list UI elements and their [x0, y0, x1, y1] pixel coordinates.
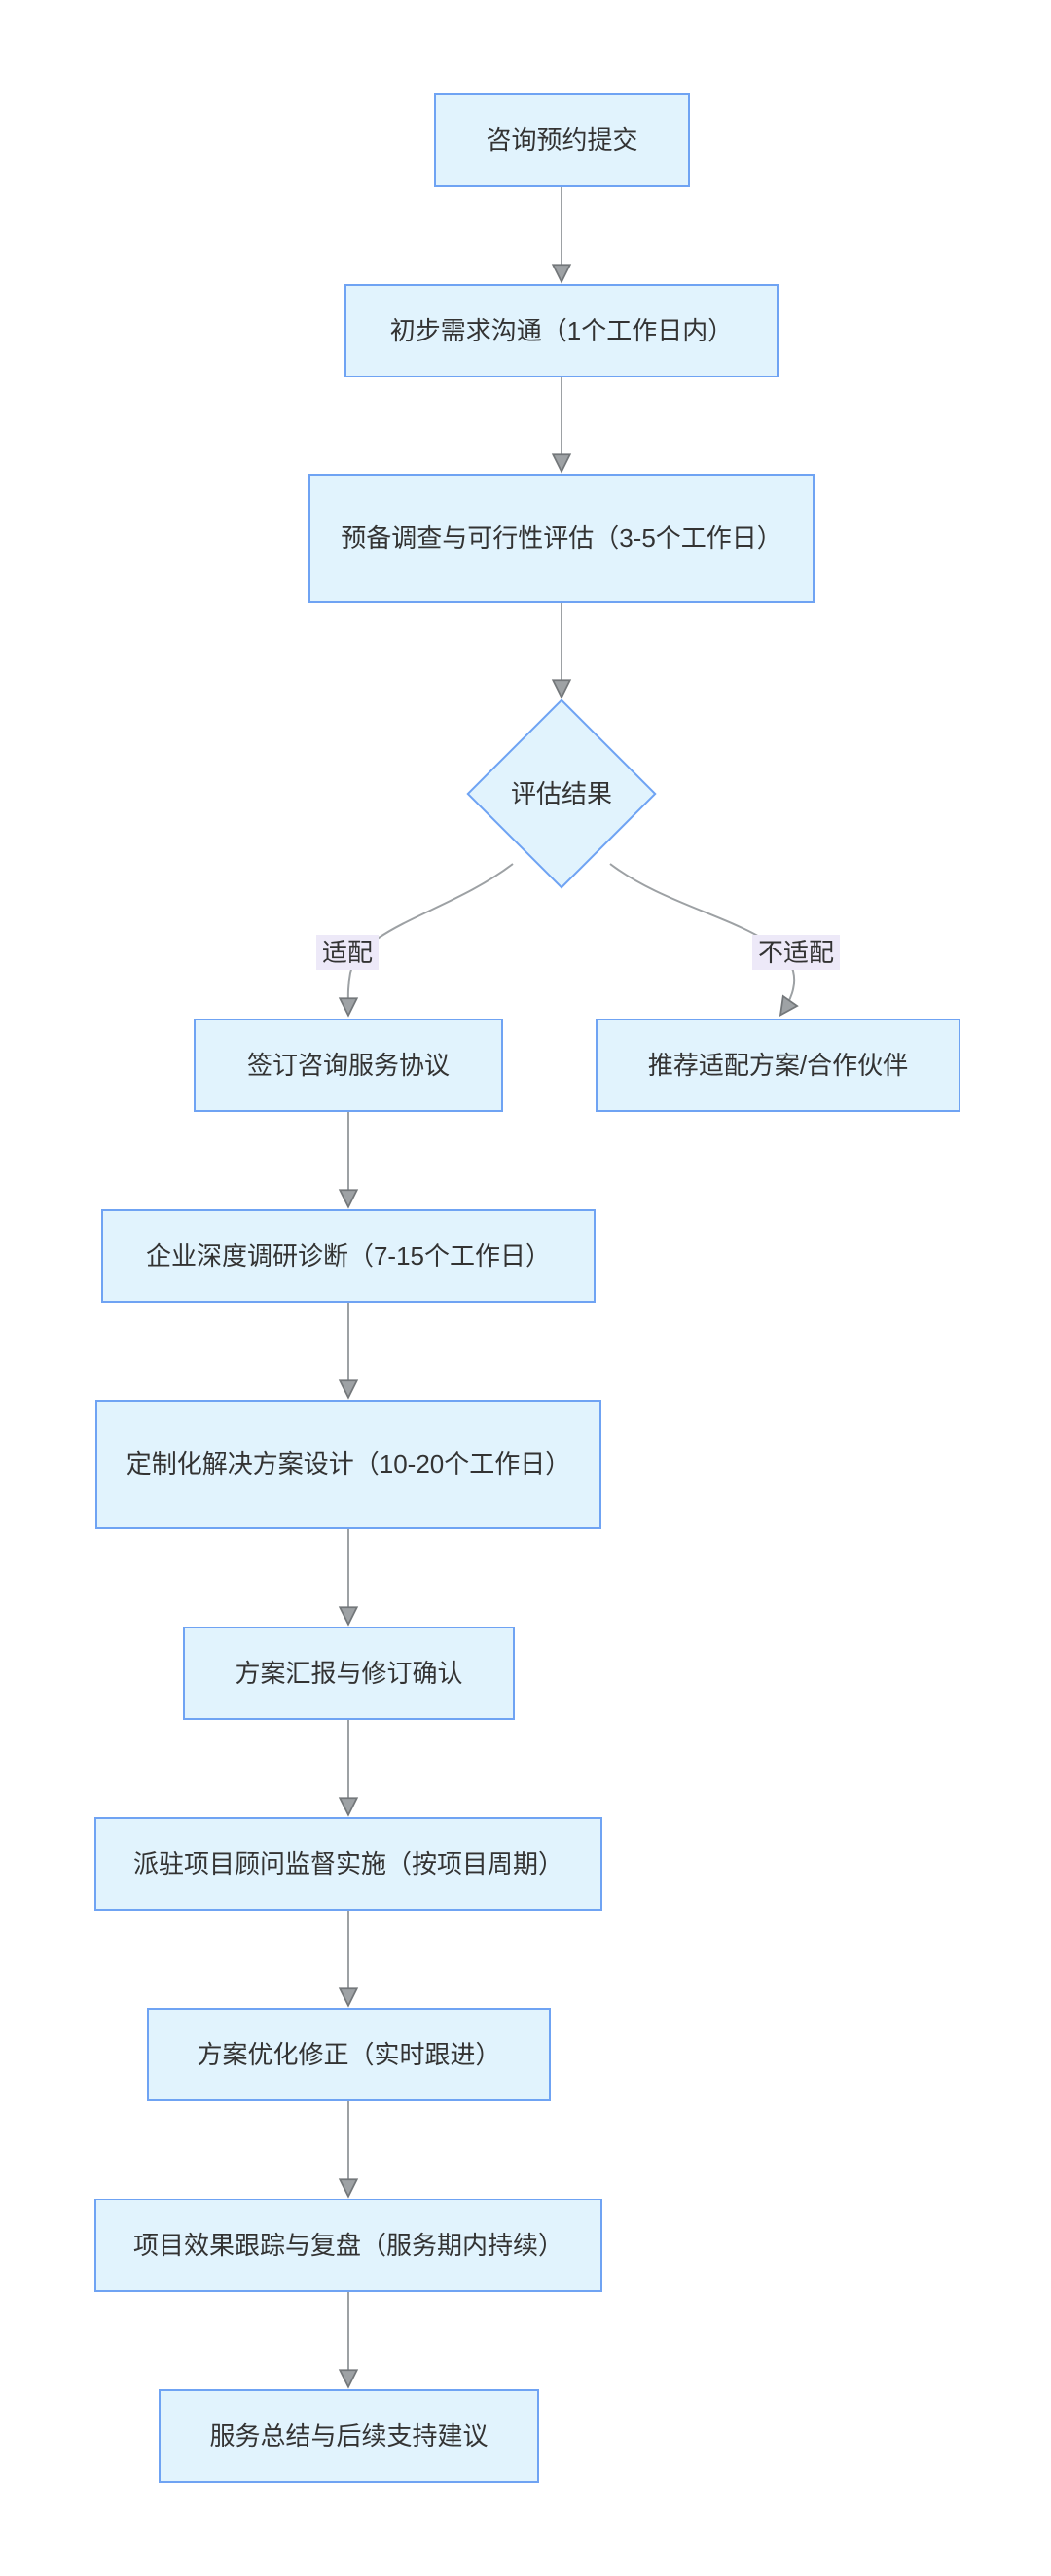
node-recommend-partner: 推荐适配方案/合作伙伴 — [596, 1019, 960, 1112]
node-consult-submit: 咨询预约提交 — [434, 93, 690, 187]
node-custom-solution-design: 定制化解决方案设计（10-20个工作日） — [95, 1400, 601, 1529]
edge-label-fit: 适配 — [315, 935, 380, 970]
node-pre-survey-feasibility: 预备调查与可行性评估（3-5个工作日） — [308, 474, 815, 603]
node-optimize-adjust: 方案优化修正（实时跟进） — [147, 2008, 551, 2101]
node-consultant-implementation: 派驻项目顾问监督实施（按项目周期） — [94, 1817, 602, 1911]
node-sign-agreement: 签订咨询服务协议 — [194, 1019, 503, 1112]
node-report-confirm: 方案汇报与修订确认 — [183, 1627, 515, 1720]
node-effect-tracking: 项目效果跟踪与复盘（服务期内持续） — [94, 2199, 602, 2292]
node-initial-communication: 初步需求沟通（1个工作日内） — [344, 284, 779, 377]
edge-label-unfit: 不适配 — [751, 935, 841, 970]
node-decision-label: 评估结果 — [510, 779, 612, 808]
node-deep-research: 企业深度调研诊断（7-15个工作日） — [101, 1209, 596, 1303]
node-service-summary: 服务总结与后续支持建议 — [159, 2389, 539, 2483]
